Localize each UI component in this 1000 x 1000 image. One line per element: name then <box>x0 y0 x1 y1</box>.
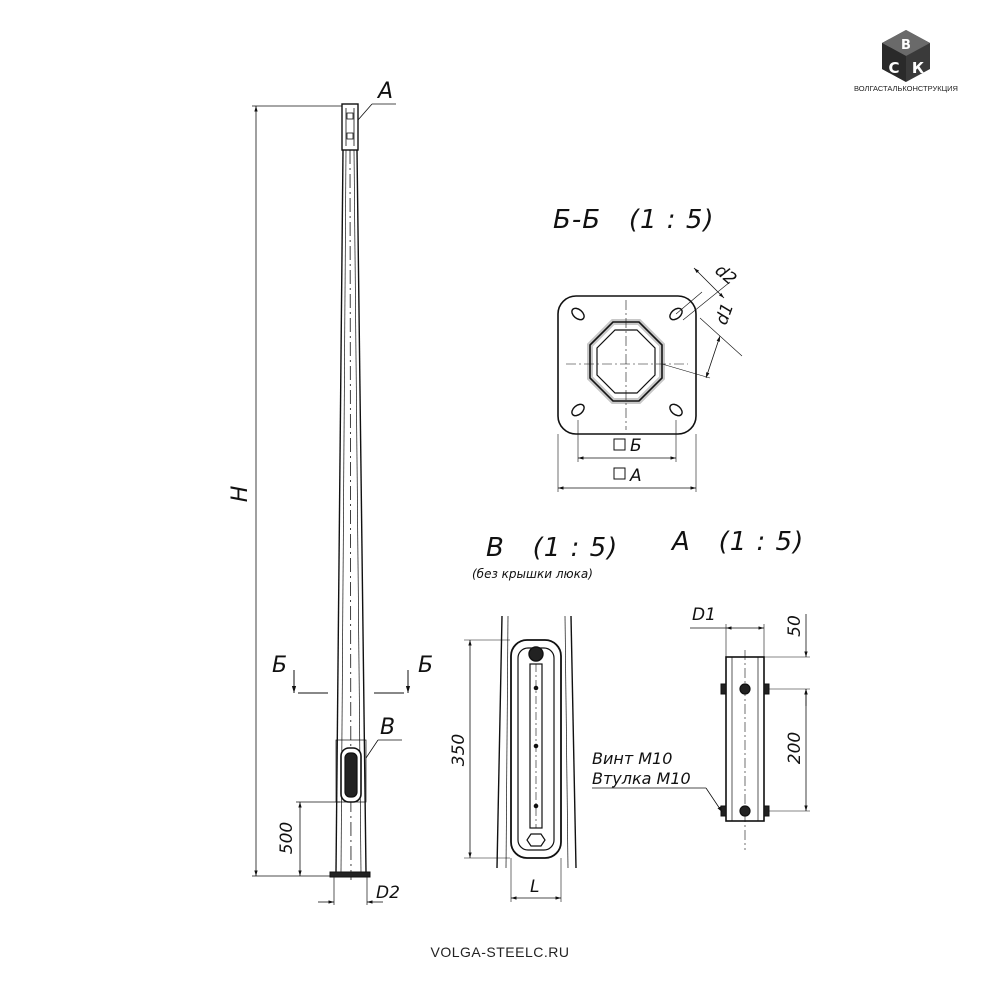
view-v-height-dim: 350 <box>449 734 469 766</box>
pole-elevation <box>252 103 411 905</box>
view-a-top-dim: 50 <box>785 615 805 637</box>
bottom-offset-dim: 500 <box>277 822 297 854</box>
hatch-view-label: В <box>380 715 395 740</box>
website-link[interactable]: VOLGA-STEELC.RU <box>431 944 570 960</box>
company-logo: В С К ВОЛГАСТАЛЬКОНСТРУКЦИЯ <box>854 30 958 93</box>
pole-top-view-label: A <box>376 79 393 104</box>
section-mark-left: Б <box>272 653 287 678</box>
logo-letter-k: К <box>912 59 925 77</box>
view-v-subtitle: (без крышки люка) <box>472 567 593 581</box>
section-d2-dim: d2 <box>711 261 740 290</box>
section-bb-title: Б-Б (1 : 5) <box>553 205 715 235</box>
view-v-drawing <box>464 615 577 902</box>
logo-letter-s: С <box>888 59 899 77</box>
logo-company-name: ВОЛГАСТАЛЬКОНСТРУКЦИЯ <box>854 84 958 93</box>
section-inner-size-dim: Б <box>630 436 642 456</box>
section-outer-size-dim: A <box>629 466 642 486</box>
section-mark-right: Б <box>418 653 433 678</box>
section-d1-dim: d1 <box>712 301 738 328</box>
view-v-title: В (1 : 5) <box>486 533 618 563</box>
view-a-width-dim: D1 <box>692 605 716 625</box>
screw-note: Винт М10 <box>592 749 672 768</box>
bushing-note: Втулка М10 <box>592 769 691 788</box>
base-diameter-dim: D2 <box>376 883 400 903</box>
pole-height-label: H <box>228 486 253 503</box>
view-v-width-dim: L <box>530 877 539 897</box>
logo-letter-v: В <box>901 38 911 53</box>
view-a-spacing-dim: 200 <box>785 732 805 764</box>
view-a-title: A (1 : 5) <box>670 527 804 557</box>
section-bb-drawing <box>557 267 743 492</box>
view-a-drawing <box>592 614 810 850</box>
